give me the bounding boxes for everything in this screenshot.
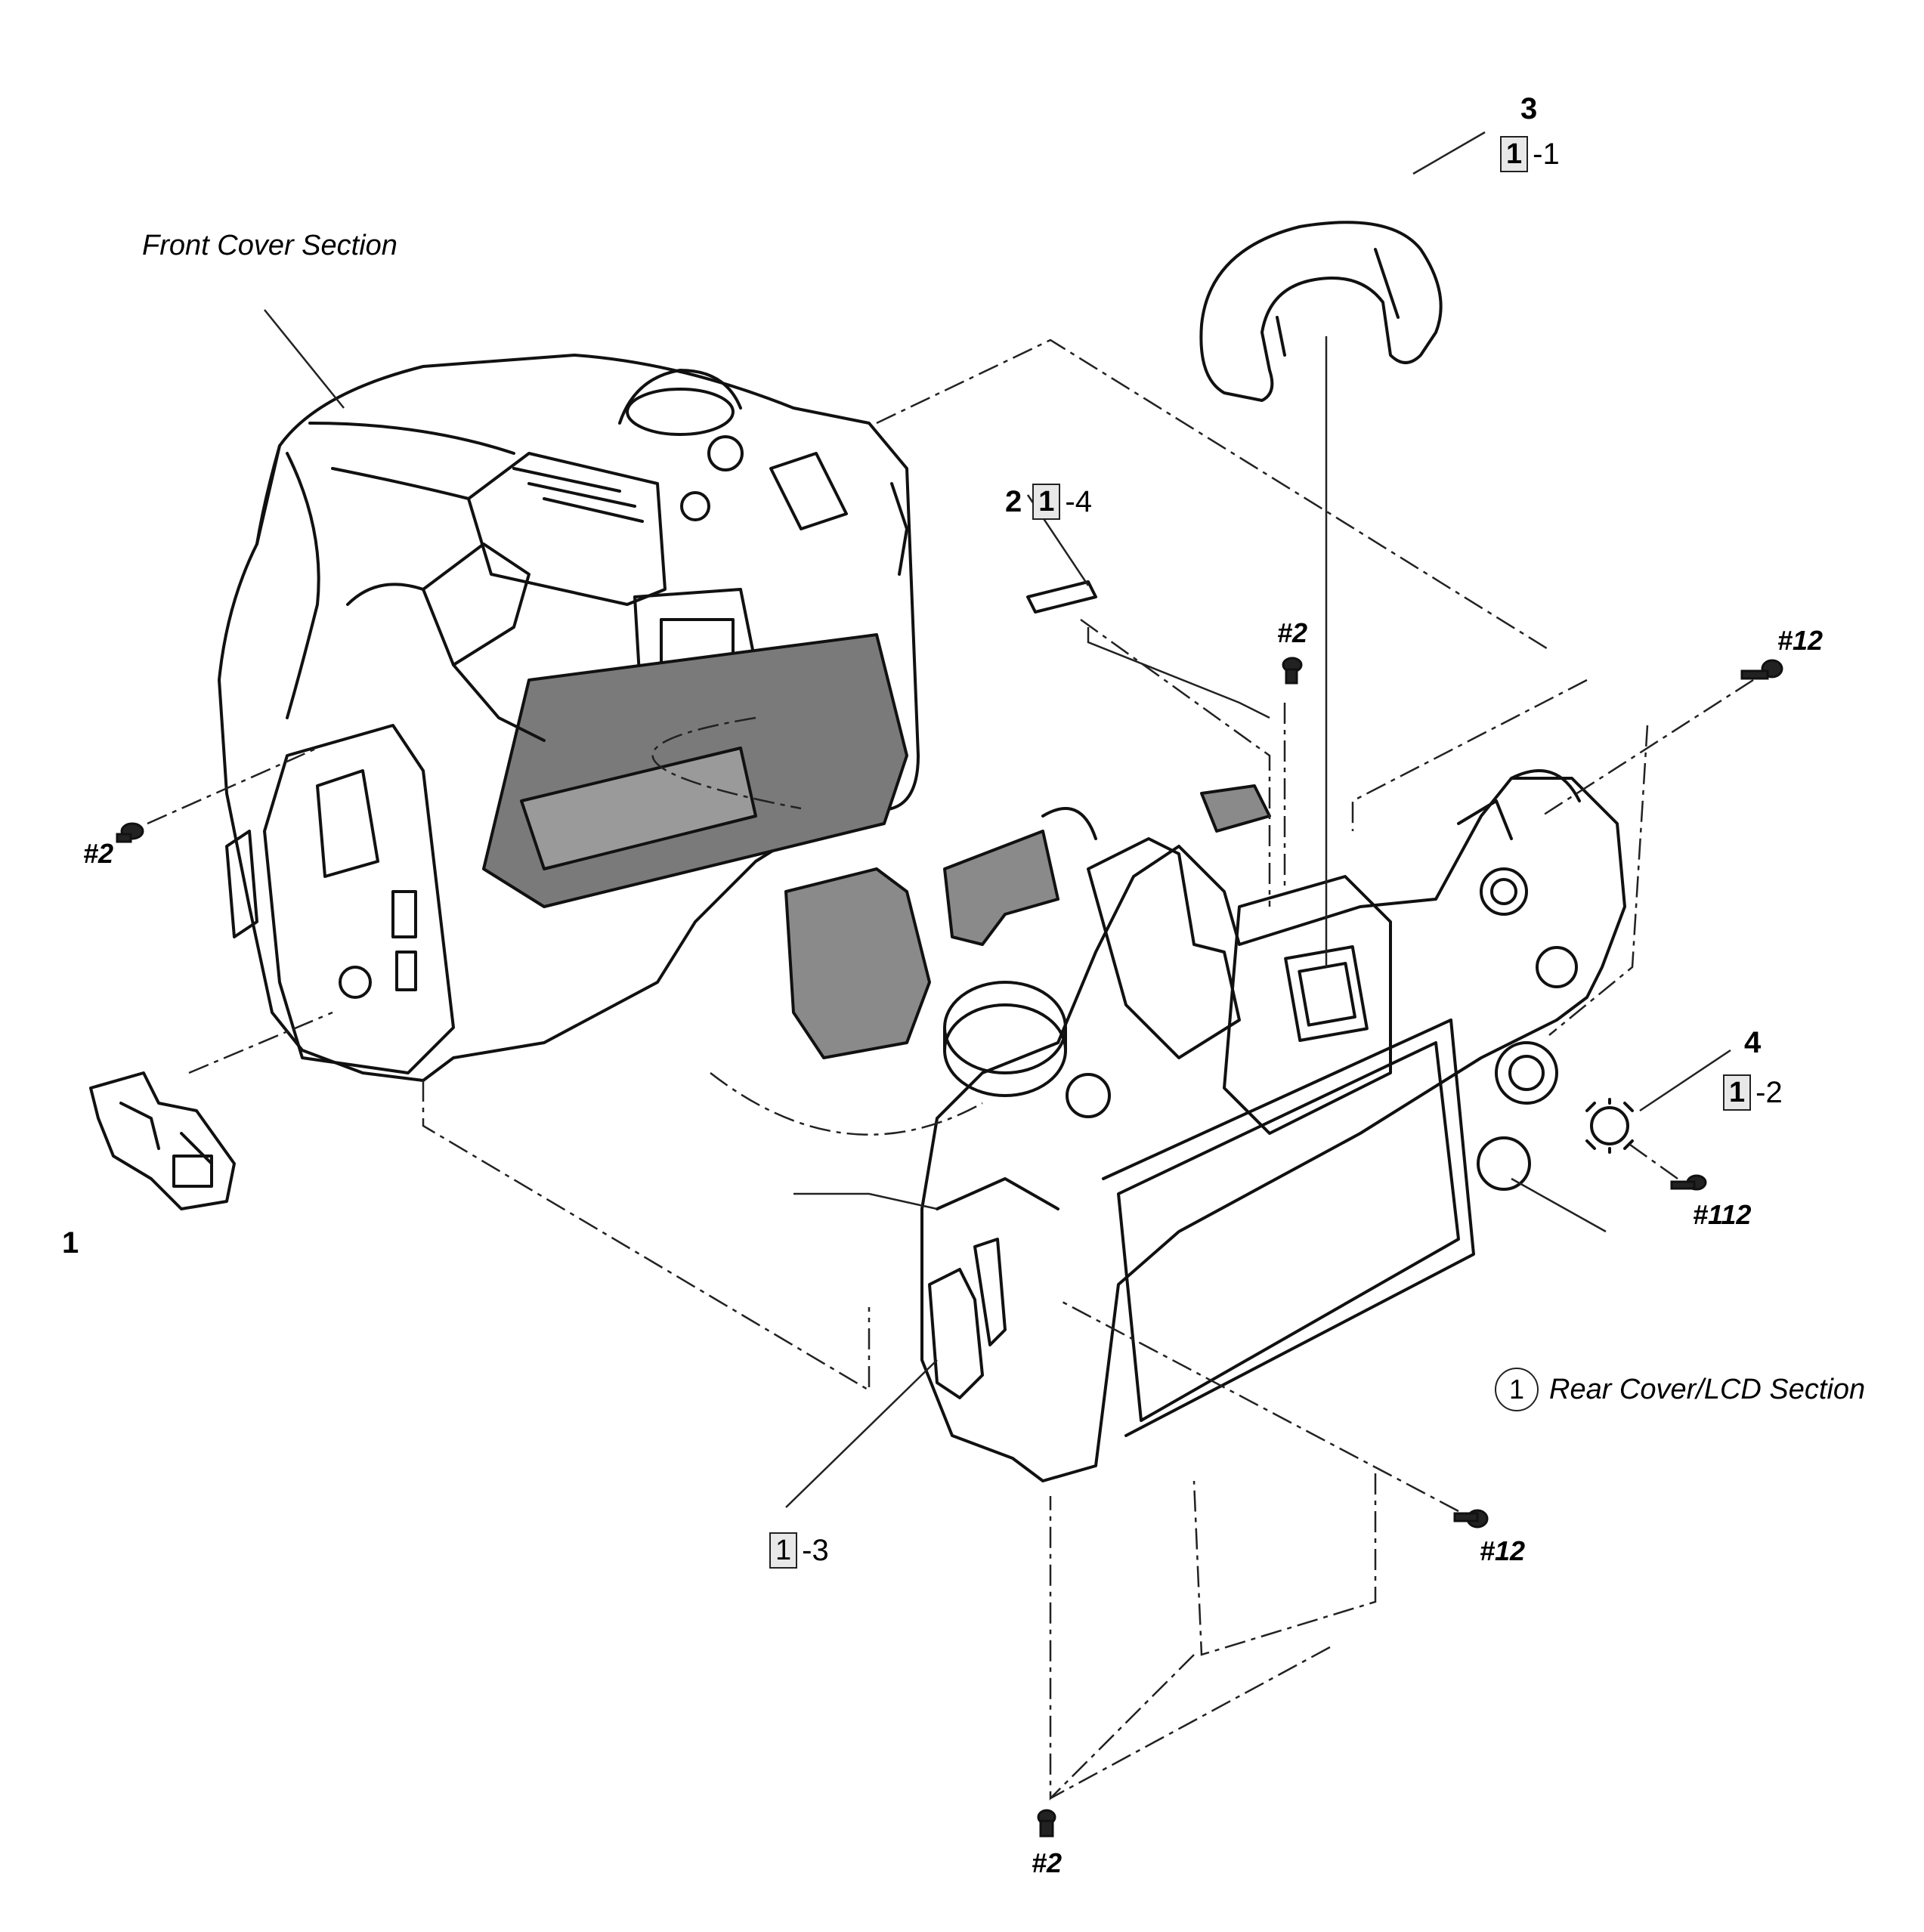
part-3-ref: 1 -1 bbox=[1500, 136, 1560, 172]
part-4-ref-suffix: -2 bbox=[1755, 1076, 1783, 1109]
screw-right-icon bbox=[1670, 1174, 1707, 1191]
part-3-ref-suffix: -1 bbox=[1533, 138, 1560, 171]
part-1-3-ref: 1 -3 bbox=[769, 1532, 829, 1569]
screw-left-label: #2 bbox=[83, 838, 114, 869]
part-4-number: 4 bbox=[1744, 1026, 1762, 1059]
part-2-strip bbox=[1026, 580, 1097, 614]
rear-cover-body bbox=[784, 769, 1626, 1482]
screw-bottom-icon bbox=[1037, 1809, 1056, 1838]
rear-cover-circle-number: 1 bbox=[1495, 1368, 1539, 1411]
rear-cover-section-label: Rear Cover/LCD Section bbox=[1549, 1374, 1866, 1405]
part-3-ref-box: 1 bbox=[1500, 136, 1529, 172]
part-2-ref-box: 1 bbox=[1032, 484, 1061, 520]
front-cover-body bbox=[218, 354, 920, 1082]
screw-left-icon bbox=[116, 822, 144, 843]
screw-mid-right-label: #12 bbox=[1480, 1535, 1526, 1566]
part-4-ref-box: 1 bbox=[1723, 1074, 1752, 1111]
part-1-3-ref-box: 1 bbox=[769, 1532, 798, 1569]
screw-right-label: #112 bbox=[1693, 1199, 1752, 1230]
screw-top-right-label: #12 bbox=[1777, 625, 1823, 656]
screw-mid-right-icon bbox=[1453, 1509, 1489, 1529]
screw-top-label: #2 bbox=[1277, 617, 1308, 648]
part-2-ref-suffix: -4 bbox=[1065, 485, 1092, 518]
part-3-eyecup bbox=[1199, 221, 1443, 402]
part-2-ref: 2 1 -4 bbox=[1005, 484, 1092, 520]
screws bbox=[116, 657, 1783, 1838]
part-4-gear bbox=[1585, 1098, 1634, 1154]
front-cover-section-label: Front Cover Section bbox=[142, 230, 397, 261]
part-1-3-ref-suffix: -3 bbox=[802, 1534, 829, 1567]
screw-top-icon bbox=[1282, 657, 1303, 685]
part-3-number: 3 bbox=[1520, 92, 1538, 125]
leader-lines bbox=[264, 131, 1731, 1508]
screw-bottom-label: #2 bbox=[1032, 1847, 1063, 1878]
assembly-lines bbox=[147, 338, 1754, 1801]
part-1-terminal-cover bbox=[89, 1071, 236, 1210]
rear-cover-section-callout: 1 Rear Cover/LCD Section bbox=[1495, 1368, 1865, 1411]
part-1-number: 1 bbox=[62, 1226, 79, 1260]
part-2-number: 2 bbox=[1005, 485, 1022, 518]
screw-top-right-icon bbox=[1740, 659, 1783, 680]
part-4-ref: 1 -2 bbox=[1723, 1074, 1783, 1111]
